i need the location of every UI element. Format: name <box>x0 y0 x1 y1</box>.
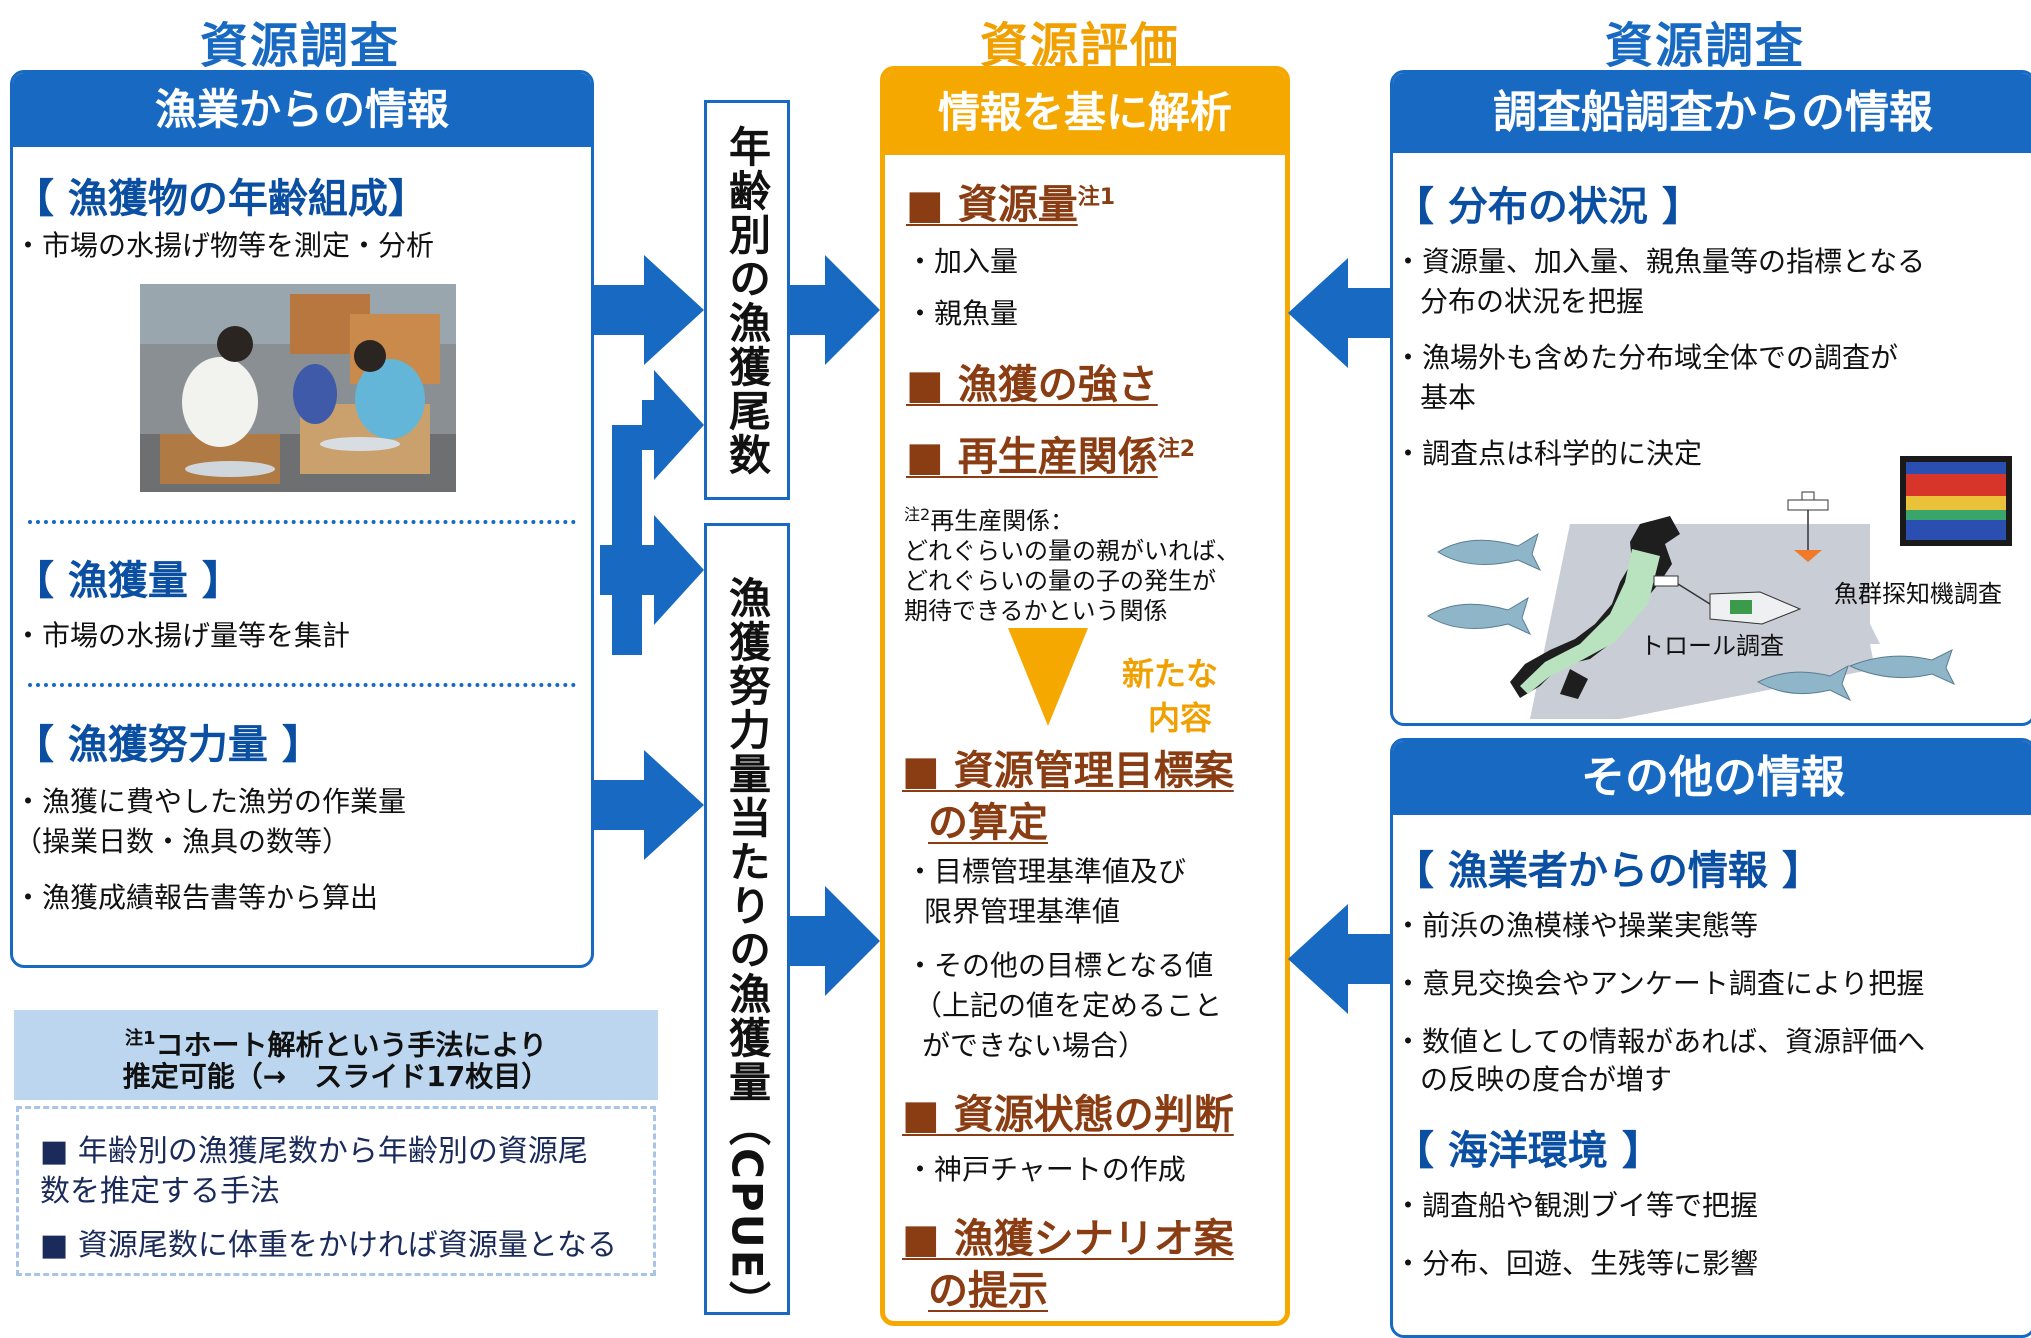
survey-map-illustration <box>1427 456 2012 719</box>
section-effort: 【 漁獲努力量 】 <box>14 722 322 768</box>
divider-2 <box>28 683 576 687</box>
analysis-panel: 情報を基に解析 <box>880 66 1290 1326</box>
note1-detail-box <box>16 1106 656 1276</box>
note2-text: 注2再生産関係： どれぐらいの量の親がいれば、 どれぐらいの量の子の発生が 期待… <box>904 505 1240 625</box>
target-sub-5: ができない場合） <box>922 1029 1147 1062</box>
fisher-info-item-3-cont: の反映の度合が増す <box>1420 1063 1673 1096</box>
distribution-item-2-cont: 基本 <box>1420 381 1477 414</box>
management-target-heading-cont: の算定 <box>928 800 1048 846</box>
other-info-header: その他の情報 <box>1393 741 2031 815</box>
note1-line2: 推定可能（→ スライド17枚目） <box>122 1060 550 1093</box>
fishing-intensity-heading: ■ 漁獲の強さ <box>906 362 1158 408</box>
trawl-survey-label: トロール調査 <box>1640 632 1784 660</box>
center-column-title: 資源評価 <box>979 18 1180 74</box>
target-sub-3: ・その他の目標となる値 <box>906 949 1214 982</box>
target-sub-2: 限界管理基準値 <box>924 895 1121 928</box>
cpue-label: 漁獲努力量当たりの漁獲量（CPUE） <box>722 576 772 1325</box>
ship-icon <box>1787 491 1829 562</box>
harvest-scenario-heading-cont: の提示 <box>928 1268 1048 1314</box>
age-catch-label-box: 年齢別の漁獲尾数 <box>704 100 790 500</box>
cpue-label-box: 漁獲努力量当たりの漁獲量（CPUE） <box>704 523 790 1325</box>
arrow-left-icon <box>1288 904 1392 1014</box>
left-column-title: 資源調査 <box>199 18 400 74</box>
ocean-env-item-1: ・調査船や観測ブイ等で把握 <box>1394 1189 1759 1222</box>
fisher-info-item-3: ・数値としての情報があれば、資源評価へ <box>1394 1025 1926 1058</box>
japan-map-icon <box>1510 516 1680 699</box>
sonar-survey-label: 魚群探知機調査 <box>1834 580 2002 608</box>
arrow-down-icon <box>1008 628 1088 726</box>
analysis-header: 情報を基に解析 <box>885 71 1285 155</box>
section-age-composition: 【 漁獲物の年齢組成】 <box>14 176 428 222</box>
distribution-item-1: ・資源量、加入量、親魚量等の指標となる <box>1394 245 1926 278</box>
distribution-item-1-cont: 分布の状況を把握 <box>1420 285 1645 318</box>
section-ocean-env: 【 海洋環境 】 <box>1394 1128 1662 1174</box>
note1-bullet-2: ■ 資源尾数に体重をかければ資源量となる <box>40 1228 617 1263</box>
right-column-title: 資源調査 <box>1604 18 1805 74</box>
arrow-right-icon <box>594 255 704 365</box>
sonar-screen-icon <box>1900 456 2012 546</box>
note1-bullet-1: ■ 年齢別の漁獲尾数から年齢別の資源尾 <box>40 1134 588 1169</box>
fishery-info-header: 漁業からの情報 <box>13 73 591 147</box>
arrow-right-icon <box>594 750 704 860</box>
age-composition-item: ・市場の水揚げ物等を測定・分析 <box>14 229 435 262</box>
trawl-net-icon <box>1653 575 1802 625</box>
fishery-info-panel: 漁業からの情報 <box>10 70 594 968</box>
arrow-left-icon <box>1288 258 1392 368</box>
age-catch-label: 年齢別の漁獲尾数 <box>722 125 772 477</box>
note1-line1: 注1コホート解析という手法により <box>125 1028 547 1062</box>
recruitment-item: ・加入量 <box>906 245 1019 278</box>
distribution-item-2: ・漁場外も含めた分布域全体での調査が <box>1394 341 1899 374</box>
section-fisher-info: 【 漁業者からの情報 】 <box>1394 848 1822 894</box>
effort-item-3: ・漁獲成績報告書等から算出 <box>14 881 379 914</box>
new-content-label: 新たな 内容 <box>1121 655 1218 737</box>
fish-icon <box>1427 532 1956 702</box>
effort-item-1: ・漁獲に費やした漁労の作業量 <box>14 785 407 818</box>
fisher-info-item-1: ・前浜の漁模様や操業実態等 <box>1394 909 1759 942</box>
target-sub-1: ・目標管理基準値及び <box>906 855 1187 888</box>
stock-biomass-heading: ■ 資源量注1 <box>906 182 1116 228</box>
note1-header-box <box>14 1010 658 1100</box>
management-target-heading: ■ 資源管理目標案 <box>902 748 1234 794</box>
arrow-right-icon <box>790 886 880 996</box>
note1-bullet-1-cont: 数を推定する手法 <box>40 1174 280 1209</box>
spawner-item: ・親魚量 <box>906 297 1019 330</box>
arrow-right-icon <box>790 255 880 365</box>
stock-recruitment-heading: ■ 再生産関係注2 <box>906 434 1196 480</box>
divider-1 <box>28 520 576 524</box>
distribution-item-3: ・調査点は科学的に決定 <box>1394 437 1703 470</box>
catch-item: ・市場の水揚げ量等を集計 <box>14 619 351 652</box>
harvest-scenario-heading: ■ 漁獲シナリオ案 <box>902 1216 1234 1262</box>
effort-item-2: （操業日数・漁具の数等） <box>14 825 351 858</box>
market-photo-icon <box>140 284 456 492</box>
ocean-env-item-2: ・分布、回遊、生残等に影響 <box>1394 1247 1759 1280</box>
section-distribution: 【 分布の状況 】 <box>1394 184 1702 230</box>
kobe-chart-item: ・神戸チャートの作成 <box>906 1153 1186 1186</box>
fisher-info-item-2: ・意見交換会やアンケート調査により把握 <box>1394 967 1925 1000</box>
section-catch: 【 漁獲量 】 <box>14 558 242 604</box>
target-sub-4: （上記の値を定めること <box>914 989 1223 1022</box>
survey-vessel-header: 調査船調査からの情報 <box>1393 73 2031 153</box>
stock-status-heading: ■ 資源状態の判断 <box>902 1092 1234 1138</box>
arrow-branch-icon <box>600 370 704 655</box>
other-info-panel: その他の情報 <box>1390 738 2031 1338</box>
